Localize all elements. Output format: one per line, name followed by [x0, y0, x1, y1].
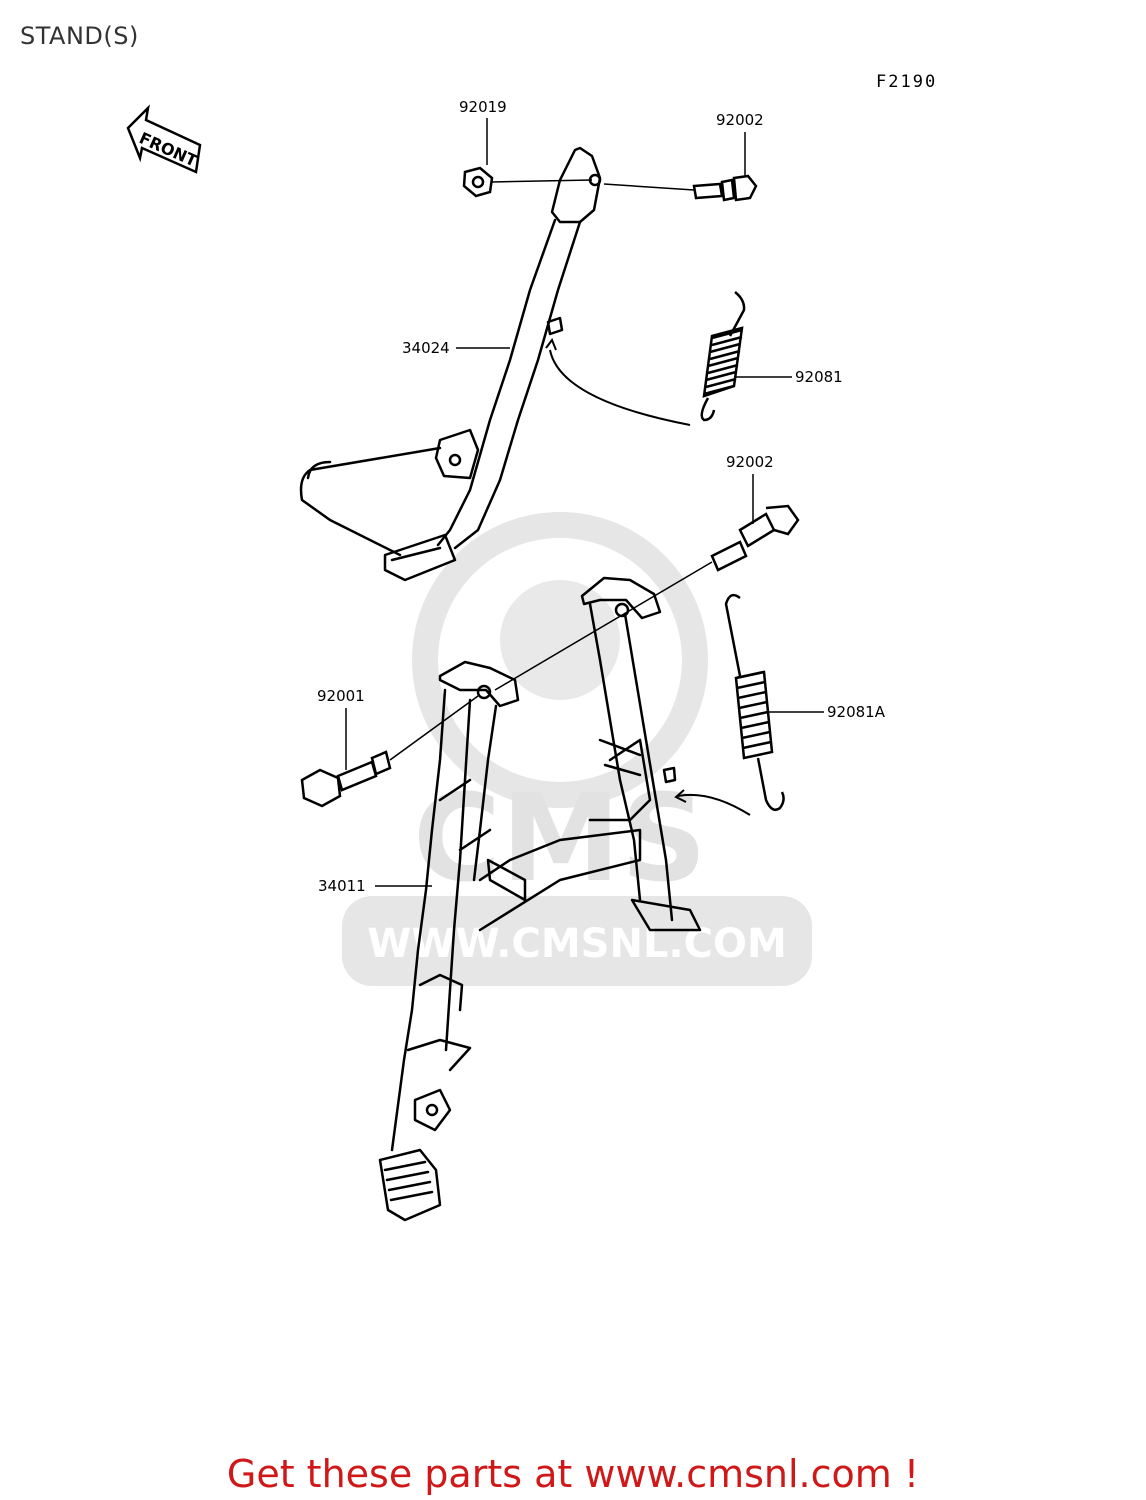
watermark-url-text: WWW.CMSNL.COM [367, 921, 787, 967]
nut-92019 [462, 166, 494, 198]
label-92001: 92001 [317, 687, 365, 705]
label-92081A: 92081A [827, 703, 885, 721]
front-arrow-icon: FRONT [126, 104, 202, 174]
label-92002-mid: 92002 [726, 453, 774, 471]
front-arrow-label: FRONT [136, 128, 200, 170]
side-stand-34024 [299, 146, 602, 582]
bolt-92001 [300, 750, 392, 808]
page-title: STAND(S) [20, 22, 139, 50]
spring-92081 [700, 291, 746, 422]
label-34011: 34011 [318, 877, 366, 895]
footer-link-text[interactable]: Get these parts at www.cmsnl.com ! [226, 1452, 920, 1496]
figure-code: F2190 [876, 72, 938, 92]
spring-92081A [724, 593, 785, 811]
cms-watermark: CMS WWW.CMSNL.COM [342, 512, 812, 986]
bolt-92002-mid [710, 504, 800, 572]
label-34024: 34024 [402, 339, 450, 357]
footer-link[interactable]: Get these parts at www.cmsnl.com ! [0, 1452, 1146, 1496]
label-92002-top: 92002 [716, 111, 764, 129]
label-92019: 92019 [459, 98, 507, 116]
leader-lines [345, 118, 824, 887]
center-stand-34011 [378, 576, 702, 1222]
label-92081: 92081 [795, 368, 843, 386]
bolt-92002-top [692, 174, 758, 202]
